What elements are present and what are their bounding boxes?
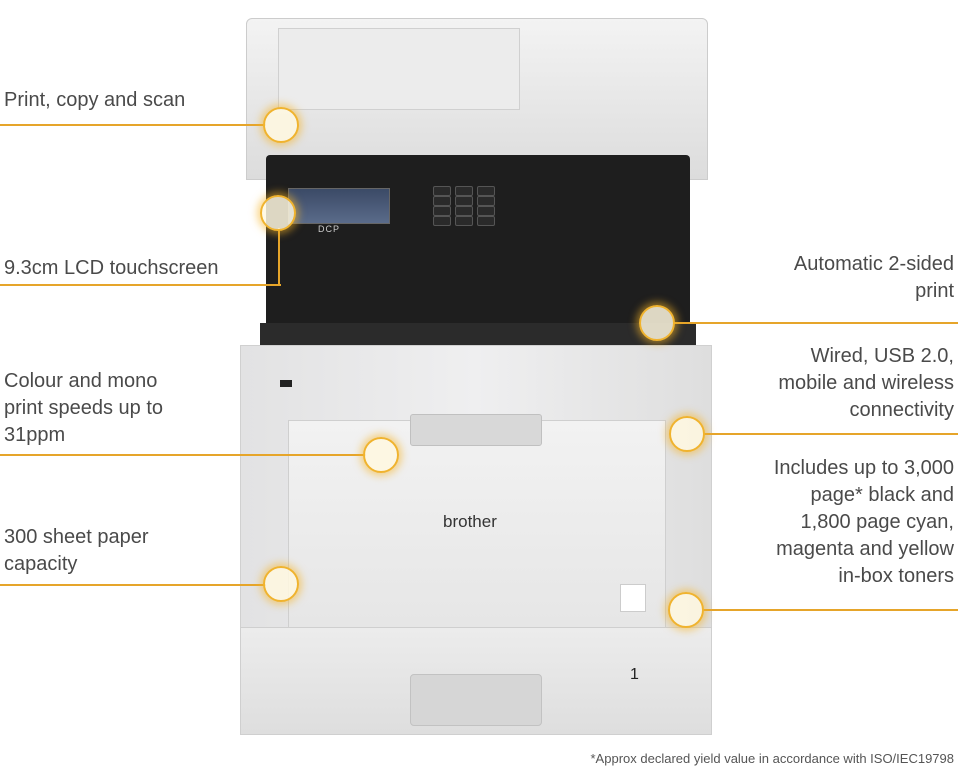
- callout-line: magenta and yellow: [776, 538, 954, 560]
- callout-print-speed: Colour and mono print speeds up to 31ppm: [4, 368, 163, 449]
- tray-handle: [410, 674, 542, 726]
- callout-connectivity: Wired, USB 2.0, mobile and wireless connec…: [778, 343, 954, 424]
- callout-leader-line: [0, 584, 266, 586]
- printer-image: DCP brother 1: [238, 18, 713, 735]
- callout-leader-line: [673, 322, 958, 324]
- callout-line: 1,800 page cyan,: [800, 511, 954, 533]
- door-handle: [410, 414, 542, 446]
- hotspot-print-speed[interactable]: [363, 437, 399, 473]
- lcd-screen: [288, 188, 390, 224]
- hotspot-toners[interactable]: [668, 592, 704, 628]
- control-panel: [266, 155, 690, 345]
- output-tray: [260, 323, 696, 345]
- tray-number: 1: [630, 666, 639, 683]
- feeder-tray: [278, 28, 520, 110]
- callout-line: print: [915, 280, 954, 302]
- keypad: [433, 186, 497, 226]
- hotspot-paper-capacity[interactable]: [263, 566, 299, 602]
- callout-line: Wired, USB 2.0,: [810, 345, 954, 367]
- callout-leader-line: [703, 433, 958, 435]
- callout-leader-line: [702, 609, 958, 611]
- callout-line: capacity: [4, 553, 78, 575]
- callout-lcd-touchscreen: 9.3cm LCD touchscreen: [4, 255, 219, 282]
- callout-leader-line: [0, 284, 281, 286]
- callout-line: Print, copy and scan: [4, 89, 186, 111]
- callout-leader-line: [0, 124, 266, 126]
- hotspot-lcd-touchscreen[interactable]: [260, 195, 296, 231]
- callout-toners: Includes up to 3,000 page* black and 1,800…: [774, 455, 954, 590]
- usb-port-icon: [280, 380, 292, 387]
- callout-leader-line: [278, 228, 280, 286]
- callout-duplex: Automatic 2-sided print: [794, 251, 954, 305]
- brand-logo: brother: [443, 512, 497, 531]
- callout-line: print speeds up to: [4, 397, 163, 419]
- footnote: *Approx declared yield value in accordan…: [590, 751, 955, 766]
- callout-line: 300 sheet paper: [4, 526, 149, 548]
- callout-paper-capacity: 300 sheet paper capacity: [4, 524, 149, 578]
- callout-line: Includes up to 3,000: [773, 457, 954, 479]
- callout-line: mobile and wireless: [778, 372, 954, 394]
- callout-line: connectivity: [849, 399, 955, 421]
- callout-line: 31ppm: [4, 424, 66, 446]
- callout-line: 9.3cm LCD touchscreen: [4, 257, 219, 279]
- callout-line: in-box toners: [838, 565, 954, 587]
- hotspot-print-copy-scan[interactable]: [263, 107, 299, 143]
- hotspot-duplex[interactable]: [639, 305, 675, 341]
- callout-line: Automatic 2-sided: [793, 253, 954, 275]
- callout-line: Colour and mono: [4, 370, 158, 392]
- callout-line: page* black and: [810, 484, 954, 506]
- colour-badge-icon: [620, 584, 646, 612]
- panel-label: DCP: [318, 224, 341, 234]
- callout-print-copy-scan: Print, copy and scan: [4, 87, 185, 114]
- callout-leader-line: [0, 454, 366, 456]
- hotspot-connectivity[interactable]: [669, 416, 705, 452]
